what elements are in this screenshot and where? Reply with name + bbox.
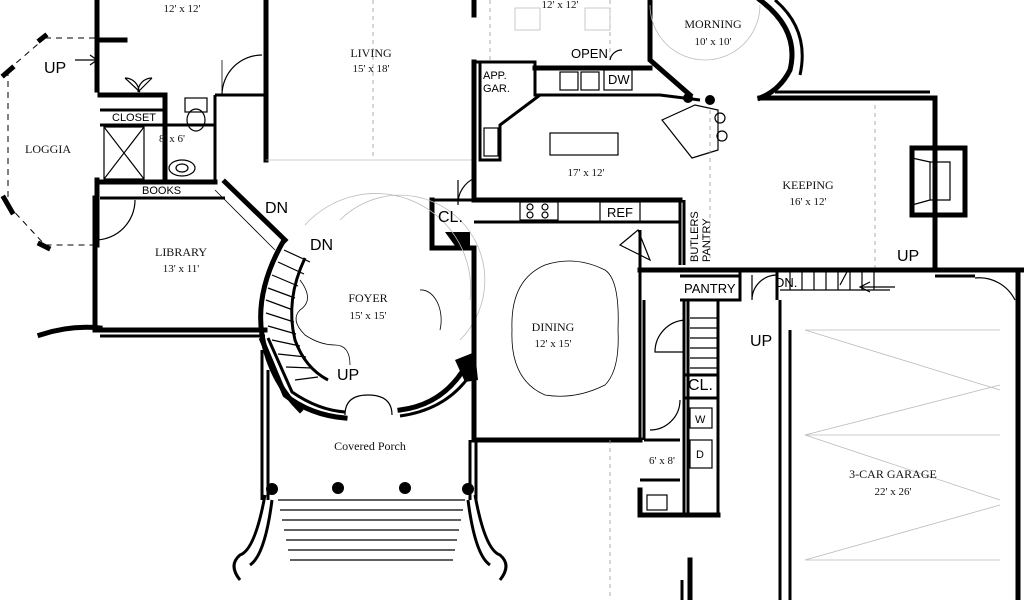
loggia-up-label: UP	[44, 60, 66, 77]
appliance-garage-label-2: GAR.	[483, 83, 510, 95]
laundry-closet-label: CL.	[688, 377, 713, 394]
keeping-dim: 16' x 12'	[790, 196, 827, 208]
dining-dim: 12' x 15'	[535, 338, 572, 350]
stair-down-label-2: DN	[310, 237, 333, 254]
closet-label: CLOSET	[112, 112, 156, 124]
pantry-label: PANTRY	[684, 281, 736, 296]
living-name: LIVING	[350, 46, 392, 60]
butlers-pantry-label-1: BUTLERS	[689, 211, 701, 262]
open-label: OPEN	[571, 46, 608, 61]
morning-name: MORNING	[684, 17, 742, 31]
foyer-closet-label: CL.	[438, 209, 463, 226]
loggia-name: LOGGIA	[25, 142, 71, 156]
library-name: LIBRARY	[155, 245, 207, 259]
books-label: BOOKS	[142, 185, 181, 197]
dishwasher-label: DW	[608, 72, 630, 87]
dining-name: DINING	[532, 320, 575, 334]
keeping-name: KEEPING	[782, 178, 834, 192]
keeping-down-label: DN.	[775, 275, 797, 290]
stair-down-label-1: DN	[265, 200, 288, 217]
living-dim: 15' x 18'	[353, 63, 390, 75]
bedroom-dim: 12' x 12'	[164, 3, 201, 15]
library-dim: 13' x 11'	[163, 263, 200, 275]
garage-dim: 22' x 26'	[875, 486, 912, 498]
butlers-pantry-label-2: PANTRY	[701, 218, 713, 262]
bath-dim: 8' x 6'	[159, 133, 185, 145]
morning-dim: 10' x 10'	[695, 36, 732, 48]
laundry-up-label: UP	[750, 333, 772, 350]
breakfast-dim: 12' x 12'	[542, 0, 579, 11]
foyer-up-label: UP	[337, 367, 359, 384]
washer-label: W	[695, 414, 706, 426]
kitchen-dim: 17' x 12'	[568, 167, 605, 179]
porch-name: Covered Porch	[334, 439, 406, 453]
foyer-name: FOYER	[348, 291, 387, 305]
dryer-label: D	[696, 449, 704, 461]
keeping-up-label: UP	[897, 248, 919, 265]
foyer-dim: 15' x 15'	[350, 310, 387, 322]
refrigerator-label: REF	[607, 205, 633, 220]
garage-name: 3-CAR GARAGE	[849, 467, 937, 481]
appliance-garage-label-1: APP.	[483, 70, 507, 82]
laundry-dim: 6' x 8'	[649, 455, 675, 467]
